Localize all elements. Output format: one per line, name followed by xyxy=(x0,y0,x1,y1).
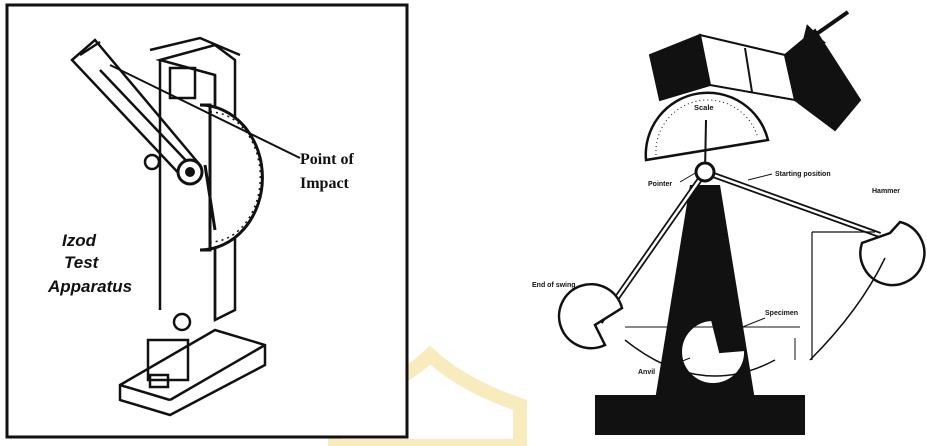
hammer-end-of-swing xyxy=(559,284,622,348)
left-figure-frame xyxy=(7,5,407,437)
machine-base xyxy=(595,395,805,435)
scale-label: Scale xyxy=(694,103,714,112)
specimen-label: Specimen xyxy=(765,310,798,317)
apparatus-label-line3: Apparatus xyxy=(47,277,132,296)
pointer-label: Pointer xyxy=(648,181,672,188)
impact-direction-arrow xyxy=(803,12,848,48)
izod-apparatus-figure: Izod Test Apparatus Point of Impact xyxy=(7,5,407,437)
end-of-swing-label: End of swing xyxy=(532,282,576,289)
apparatus-label-line2: Test xyxy=(64,253,100,272)
pendulum-schematic-figure: Scale Pointer Starting position Hammer E… xyxy=(532,12,924,435)
point-of-impact-label-line1: Point of xyxy=(300,151,354,168)
pendulum-pivot xyxy=(696,163,714,181)
point-of-impact-label-line2: Impact xyxy=(300,175,350,192)
apparatus-label-line1: Izod xyxy=(62,231,97,250)
anvil-label: Anvil xyxy=(638,369,655,376)
hammer-label: Hammer xyxy=(872,188,900,195)
starting-position-label: Starting position xyxy=(775,171,831,178)
